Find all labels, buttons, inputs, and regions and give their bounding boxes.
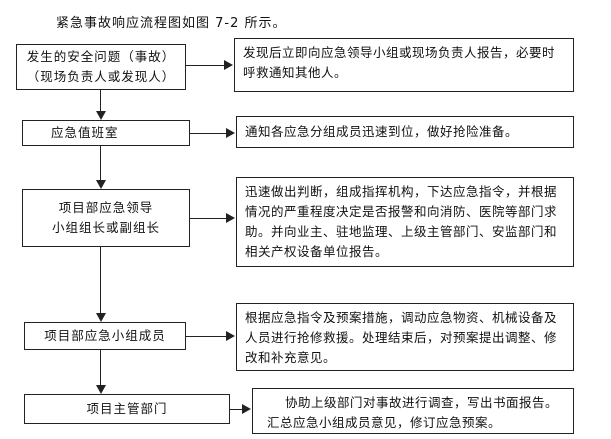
step-3-note-line-3: 助。并向业主、驻地监理、上级主管部门、安监部门和 [245, 224, 558, 239]
step-3-box: 项目部应急领导 小组组长或副组长 [22, 189, 190, 247]
step-4-note-line-1: 根据应急指令及预案措施，调动应急物资、机械设备及 [245, 310, 558, 325]
connector-5 [230, 409, 244, 410]
connector-2-arrowhead [226, 128, 235, 138]
step-5-note-line-1: 协助上级部门对事故进行调查，写出书面报告。 [285, 395, 559, 410]
step-1-note-line-1: 发现后立即向应急领导小组或现场负责人报告，必要时 [243, 45, 556, 60]
step-2-line-1: 应急值班室 [51, 125, 119, 140]
step-3-note-line-4: 相关产权设备单位报告。 [245, 244, 389, 259]
step-3-note-line-1: 迅速做出判断，组成指挥机构，下达应急指令，并根据 [245, 184, 558, 199]
step-5-line-1: 项目主管部门 [86, 401, 168, 416]
page-title: 紧急事故响应流程图如图 7-2 所示。 [56, 16, 287, 31]
step-2-box: 应急值班室 [22, 120, 190, 146]
flow-arrow-1-head [96, 111, 106, 120]
step-3-note-line-2: 情况的严重程度决定是否报警和向消防、医院等部门求 [245, 204, 558, 219]
flow-arrow-3-head [96, 313, 106, 322]
connector-3-arrowhead [226, 213, 235, 223]
step-1-note-line-2: 呼救通知其他人。 [243, 65, 348, 80]
connector-4-arrowhead [226, 331, 235, 341]
connector-1 [186, 65, 226, 66]
connector-2 [190, 133, 228, 134]
step-5-note-line-2: 汇总应急小组成员意见，修订应急预案。 [267, 415, 502, 430]
flow-arrow-1-line [100, 90, 101, 112]
step-1-note-box: 发现后立即向应急领导小组或现场负责人报告，必要时 呼救通知其他人。 [234, 38, 574, 92]
step-4-line-1: 项目部应急小组成员 [44, 328, 166, 343]
connector-1-arrowhead [224, 60, 233, 70]
connector-3 [190, 218, 228, 219]
step-4-note-line-2: 人员进行抢修救援。处理结束后，对预案提出调整、修 [245, 330, 558, 345]
step-2-note-box: 通知各应急分组成员迅速到位，做好抢险准备。 [236, 116, 574, 148]
flow-arrow-4-line [100, 350, 101, 386]
step-5-note-box: 协助上级部门对事故进行调查，写出书面报告。 汇总应急小组成员意见，修订应急预案。 [252, 388, 574, 434]
step-3-line-1: 项目部应急领导 [58, 200, 154, 215]
step-5-box: 项目主管部门 [24, 394, 230, 424]
flow-arrow-2-head [96, 180, 106, 189]
step-1-line-1: 发生的安全问题（事故） [26, 49, 176, 64]
step-3-note-box: 迅速做出判断，组成指挥机构，下达应急指令，并根据 情况的严重程度决定是否报警和向… [236, 177, 574, 267]
connector-5-arrowhead [242, 404, 251, 414]
step-1-line-2: （现场负责人或发现人） [26, 69, 176, 84]
step-2-note-line-1: 通知各应急分组成员迅速到位，做好抢险准备。 [245, 124, 519, 139]
flow-arrow-4-head [96, 385, 106, 394]
connector-4 [186, 336, 228, 337]
flow-arrow-2-line [100, 146, 101, 180]
step-4-box: 项目部应急小组成员 [24, 322, 186, 350]
step-4-note-box: 根据应急指令及预案措施，调动应急物资、机械设备及 人员进行抢修救援。处理结束后，… [236, 303, 574, 371]
step-4-note-line-3: 改和补充意见。 [245, 350, 337, 365]
step-3-line-2: 小组组长或副组长 [51, 220, 160, 235]
flow-arrow-3-line [100, 247, 101, 314]
step-1-box: 发生的安全问题（事故） （现场负责人或发现人） [16, 44, 186, 90]
